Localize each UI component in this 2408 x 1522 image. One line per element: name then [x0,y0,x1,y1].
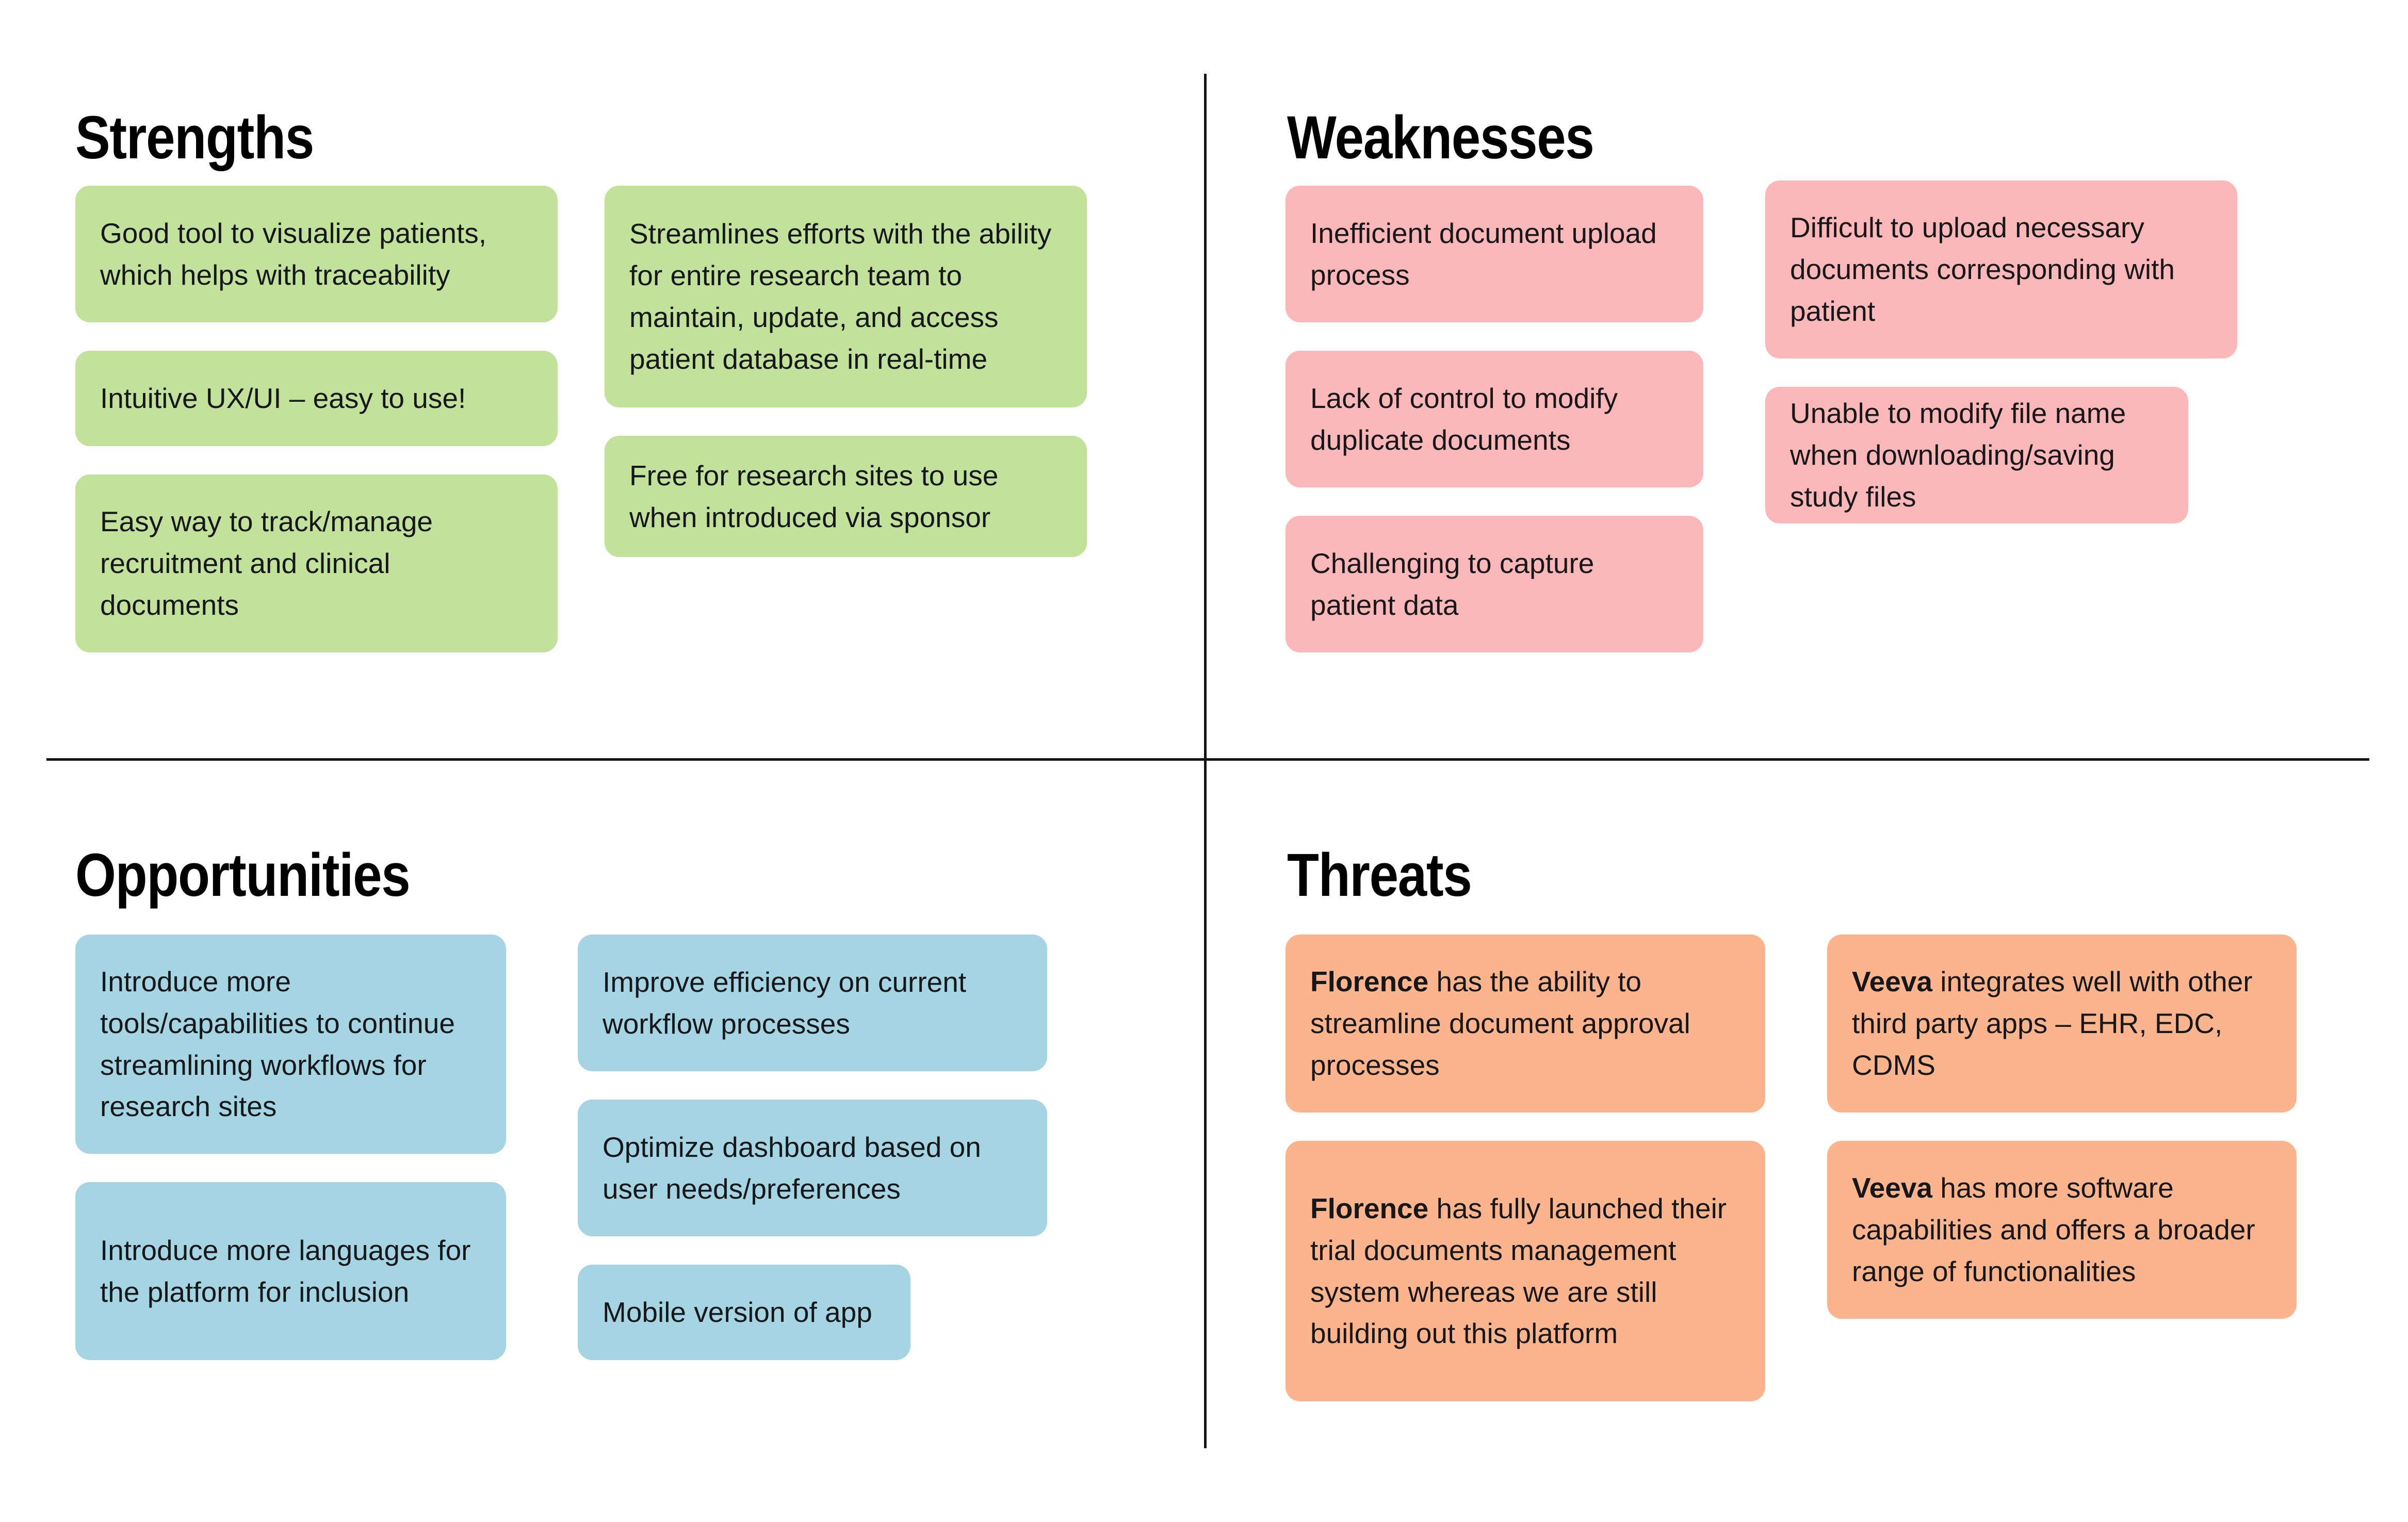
card-text: Veeva has more software capabilities and… [1852,1167,2272,1292]
card-threat-2[interactable]: Florence has fully launched their trial … [1286,1141,1765,1401]
card-weakness-2[interactable]: Lack of control to modify duplicate docu… [1286,351,1703,487]
card-strength-2[interactable]: Intuitive UX/UI – easy to use! [75,351,558,446]
card-text-emphasis: Veeva [1852,1172,1933,1204]
quadrant-threats: Threats [1207,761,2408,1522]
card-opportunity-2[interactable]: Introduce more languages for the platfor… [75,1182,506,1360]
quadrant-title-threats: Threats [1287,841,1472,909]
quadrant-weaknesses: Weaknesses [1207,0,2408,758]
opportunities-column-1: Introduce more tools/capabilities to con… [75,935,506,1360]
card-strength-1[interactable]: Good tool to visualize patients, which h… [75,186,558,322]
card-text: Free for research sites to use when intr… [629,459,999,533]
horizontal-divider [46,758,2369,761]
quadrant-opportunities: Opportunities [0,761,1204,1522]
card-text: Improve efficiency on current workflow p… [603,965,967,1040]
card-text-emphasis: Florence [1310,1192,1429,1224]
weaknesses-column-2: Difficult to upload necessary documents … [1765,181,2237,523]
card-text-rest: integrates well with other third party a… [1852,965,2253,1081]
card-text: Challenging to capture patient data [1310,547,1595,621]
card-text: Veeva integrates well with other third p… [1852,961,2272,1086]
card-strength-3[interactable]: Easy way to track/manage recruitment and… [75,474,558,652]
card-opportunity-5[interactable]: Mobile version of app [578,1265,910,1360]
card-text: Intuitive UX/UI – easy to use! [100,382,466,415]
card-text: Mobile version of app [603,1296,872,1329]
quadrant-strengths: Strengths Good tool to visualize patient… [0,0,1204,758]
card-opportunity-1[interactable]: Introduce more tools/capabilities to con… [75,935,506,1154]
quadrant-title-strengths: Strengths [75,103,314,172]
card-text: Introduce more tools/capabilities to con… [100,965,455,1123]
card-text: Florence has fully launched their trial … [1310,1188,1740,1354]
card-threat-1[interactable]: Florence has the ability to streamline d… [1286,935,1765,1112]
card-weakness-3[interactable]: Challenging to capture patient data [1286,516,1703,652]
card-strength-5[interactable]: Free for research sites to use when intr… [605,436,1087,557]
card-weakness-1[interactable]: Inefficient document upload process [1286,186,1703,322]
card-weakness-4[interactable]: Difficult to upload necessary documents … [1765,181,2237,358]
card-threat-3[interactable]: Veeva integrates well with other third p… [1827,935,2297,1112]
weaknesses-column-1: Inefficient document upload process Lack… [1286,186,1703,652]
card-strength-4[interactable]: Streamlines efforts with the ability for… [605,186,1087,407]
card-text: Streamlines efforts with the ability for… [629,218,1052,375]
opportunities-column-2: Improve efficiency on current workflow p… [578,935,1047,1360]
card-opportunity-3[interactable]: Improve efficiency on current workflow p… [578,935,1047,1071]
strengths-column-1: Good tool to visualize patients, which h… [75,186,558,652]
quadrant-title-weaknesses: Weaknesses [1287,103,1595,172]
card-text: Easy way to track/manage recruitment and… [100,505,433,621]
card-text-rest: has fully launched their trial documents… [1310,1192,1727,1350]
quadrant-title-opportunities: Opportunities [75,841,411,909]
card-text: Difficult to upload necessary documents … [1790,211,2175,327]
threats-column-1: Florence has the ability to streamline d… [1286,935,1765,1401]
card-weakness-5[interactable]: Unable to modify file name when download… [1765,387,2188,523]
card-text: Optimize dashboard based on user needs/p… [603,1131,981,1205]
card-text-rest: has more software capabilities and offer… [1852,1172,2255,1287]
card-text-emphasis: Veeva [1852,965,1933,998]
card-text: Lack of control to modify duplicate docu… [1310,382,1618,456]
card-text: Good tool to visualize patients, which h… [100,217,487,291]
card-threat-4[interactable]: Veeva has more software capabilities and… [1827,1141,2297,1319]
threats-column-2: Veeva integrates well with other third p… [1827,935,2297,1319]
card-text-rest: has the ability to streamline document a… [1310,965,1690,1081]
card-text: Unable to modify file name when download… [1790,397,2126,513]
card-text: Introduce more languages for the platfor… [100,1234,471,1308]
card-text: Florence has the ability to streamline d… [1310,961,1740,1086]
card-opportunity-4[interactable]: Optimize dashboard based on user needs/p… [578,1100,1047,1236]
strengths-column-2: Streamlines efforts with the ability for… [605,186,1087,557]
card-text-emphasis: Florence [1310,965,1429,998]
vertical-divider [1204,74,1207,1448]
card-text: Inefficient document upload process [1310,217,1657,291]
